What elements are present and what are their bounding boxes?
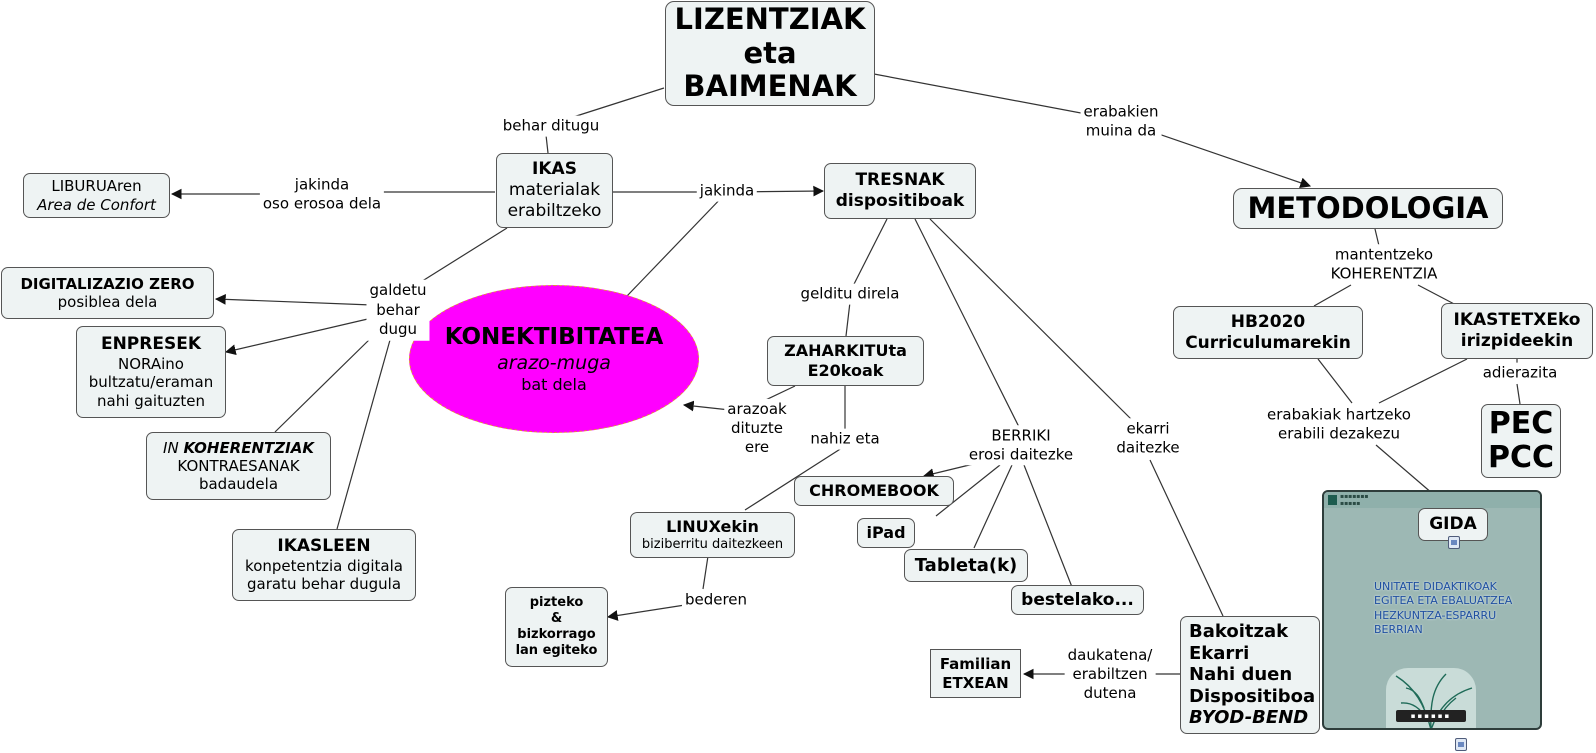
node-enpresek[interactable]: ENPRESEK NORAino bultzatu/eraman nahi ga… <box>76 326 226 418</box>
node-metodologia[interactable]: METODOLOGIA <box>1233 188 1503 229</box>
label-mantentzeko-koherentzia: mantentzeko KOHERENTZIA <box>1327 244 1441 284</box>
node-konektibitatea[interactable]: KONEKTIBITATEA arazo-muga bat dela <box>409 285 699 433</box>
label-erabakien-muina: erabakien muina da <box>1080 101 1162 141</box>
document-header-strip <box>1324 492 1540 508</box>
node-hb2020[interactable]: HB2020 Curriculumarekin <box>1173 306 1363 359</box>
attached-image-icon[interactable] <box>1455 738 1467 751</box>
label-jakinda: jakinda <box>696 180 758 202</box>
label-nahiz-eta: nahiz eta <box>807 428 883 450</box>
node-ikas-materialak[interactable]: IKAS materialak erabiltzeko <box>496 153 613 228</box>
node-tresnak[interactable]: TRESNAK dispositiboak <box>824 163 976 219</box>
node-bakoitzak-byod[interactable]: Bakoitzak Ekarri Nahi duen Dispositiboa … <box>1180 616 1320 734</box>
label-bederen: bederen <box>681 589 751 611</box>
viewer-toolbar[interactable]: ▪▪▪▪▪▪ <box>1396 710 1466 722</box>
node-koherentziak[interactable]: IN KOHERENTZIAK KONTRAESANAK badaudela <box>146 432 331 500</box>
node-gida[interactable]: GIDA <box>1418 508 1488 541</box>
node-ikasleen[interactable]: IKASLEEN konpetentzia digitala garatu be… <box>232 529 416 601</box>
node-tableta[interactable]: Tableta(k) <box>904 549 1028 582</box>
node-linuxekin[interactable]: LINUXekin biziberritu daitezkeen <box>630 512 795 558</box>
node-zaharkituta[interactable]: ZAHARKITUta E20koak <box>767 336 924 386</box>
label-arazoak-dituzte: arazoak dituzte ere <box>724 398 790 458</box>
label-ekarri-daitezke: ekarri daitezke <box>1113 418 1183 458</box>
node-liburuaren[interactable]: LIBURUAren Area de Confort <box>23 173 170 218</box>
attached-document-icon[interactable] <box>1448 536 1460 549</box>
node-chromebook[interactable]: CHROMEBOOK <box>794 476 954 506</box>
label-adierazita: adierazita <box>1479 362 1561 384</box>
document-title-text: UNITATE DIDAKTIKOAK EGITEA ETA EBALUATZE… <box>1374 580 1513 636</box>
node-ipad[interactable]: iPad <box>857 518 915 548</box>
node-lizentziak-eta-baimenak[interactable]: LIZENTZIAK eta BAIMENAK <box>665 1 875 106</box>
node-digitalizazio-zero[interactable]: DIGITALIZAZIO ZERO posiblea dela <box>1 267 214 319</box>
node-familian-etxean[interactable]: Familian ETXEAN <box>930 649 1021 698</box>
label-galdetu-behar-dugu: galdetu behar dugu <box>366 279 430 341</box>
label-behar-ditugu: behar ditugu <box>499 115 603 137</box>
label-jakinda-oso-erosoa: jakinda oso erosoa dela <box>259 174 385 214</box>
node-pec-pcc[interactable]: PEC PCC <box>1481 404 1561 478</box>
node-ikastetxeko[interactable]: IKASTETXEko irizpideekin <box>1441 303 1593 359</box>
document-logo-mark: ▪▪▪▪▪▪▪▪▪▪▪▪ <box>1340 493 1369 507</box>
node-pizteko[interactable]: pizteko & bizkorrago lan egiteko <box>505 587 608 667</box>
label-berriki-erosi: BERRIKI erosi daitezke <box>965 425 1077 465</box>
label-erabakiak-hartzeko: erabakiak hartzeko erabili dezakezu <box>1264 404 1414 444</box>
document-logo-icon <box>1328 495 1337 505</box>
label-gelditu-direla: gelditu direla <box>797 283 903 305</box>
node-bestelako[interactable]: bestelako... <box>1011 585 1144 615</box>
label-daukatena-erabiltzen: daukatena/ erabiltzen dutena <box>1064 644 1156 704</box>
